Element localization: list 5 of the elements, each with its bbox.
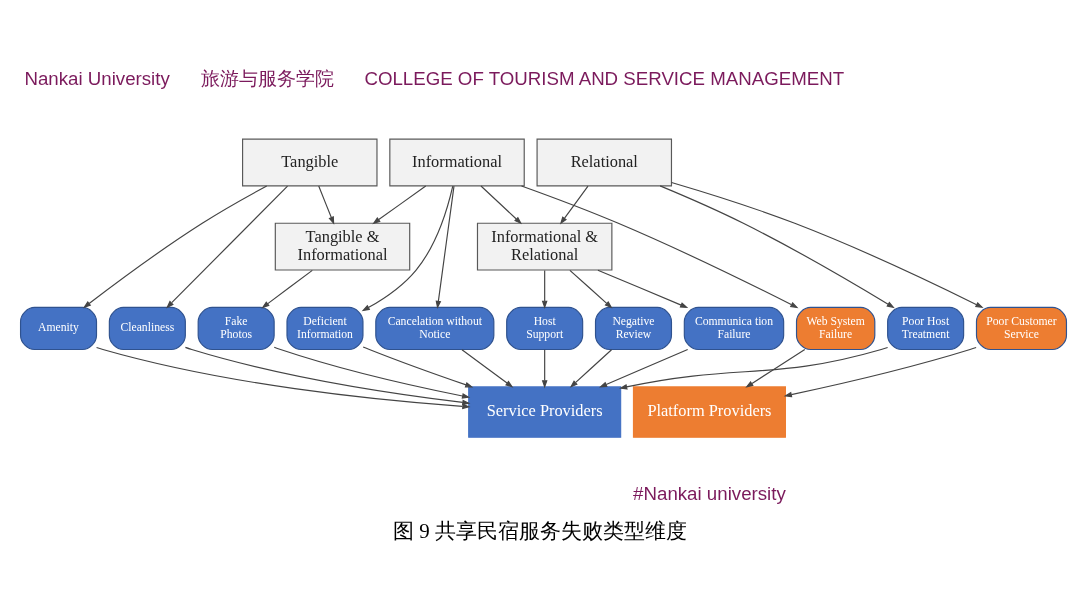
caption: 图 9 共享民宿服务失败类型维度 xyxy=(392,518,688,543)
label: Nankai University xyxy=(24,67,170,89)
label: #Nankai university xyxy=(633,482,786,504)
label: 旅游与服务学院 xyxy=(201,67,335,89)
label: COLLEGE OF TOURISM AND SERVICE MANAGEMENT xyxy=(364,67,845,89)
